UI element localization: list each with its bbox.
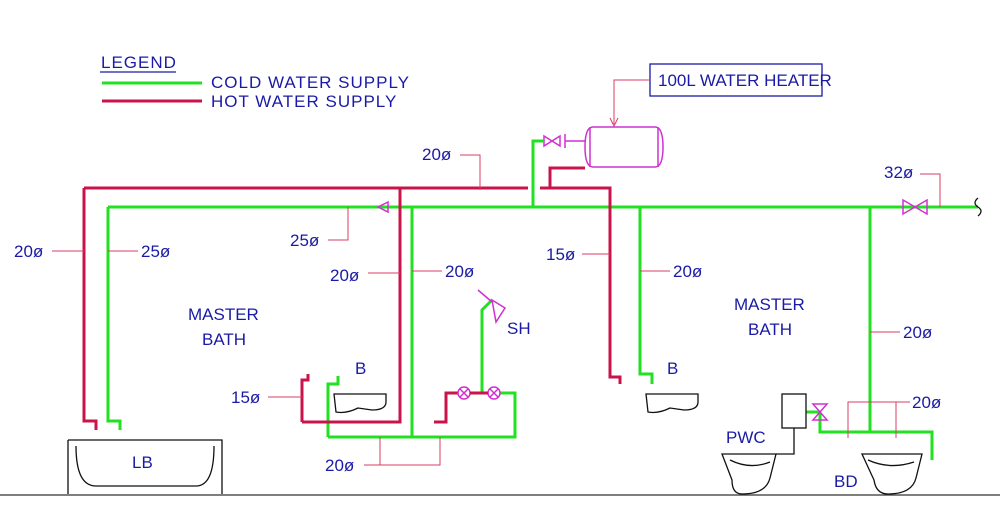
dim-25-left: 25ø [141,242,170,261]
legend-title: LEGEND [101,53,177,72]
reducer-icon [376,200,389,214]
hot-water-pipes [82,166,622,430]
legend-hot-label: HOT WATER SUPPLY [211,92,397,111]
shower-valves [457,386,501,400]
lb-label: LB [132,453,153,472]
main-valve [902,197,982,217]
dim-20-left: 20ø [14,242,43,261]
legend: LEGEND COLD WATER SUPPLY HOT WATER SUPPL… [100,53,410,111]
toilet-pwc: PWC [721,393,807,495]
heater-valve-icon [543,134,561,148]
room-right-line2: BATH [748,320,792,339]
bd-label: BD [834,472,858,491]
bidet: BD [834,453,923,495]
pwc-label: PWC [726,428,766,447]
dim-20-mid-b: 20ø [445,262,474,281]
b-right-label: B [667,359,678,378]
dim-15-b: 15ø [231,388,260,407]
lavatory-basin: LB [67,439,223,494]
dim-20-mid-a: 20ø [330,266,359,285]
room-right-line1: MASTER [734,295,805,314]
gate-valve-icon [902,198,928,216]
basin-right: B [645,359,699,414]
heater-tank [584,126,664,168]
basin-left: B [333,359,387,414]
dim-20-mid-c: 20ø [673,262,702,281]
dim-25-mid: 25ø [290,231,319,250]
dim-20-right-a: 20ø [903,323,932,342]
dim-15-mid: 15ø [546,245,575,264]
dim-20-right-b: 20ø [912,393,941,412]
water-heater: 100L WATER HEATER [543,63,832,168]
pwc-valve-icon [811,403,829,421]
room-left-line1: MASTER [188,305,259,324]
break-symbol-icon [974,197,982,217]
room-left-line2: BATH [202,330,246,349]
b-left-label: B [355,359,366,378]
legend-cold-label: COLD WATER SUPPLY [211,73,410,92]
sh-label: SH [507,319,531,338]
dim-32: 32ø [884,163,913,182]
heater-label: 100L WATER HEATER [658,71,832,90]
dim-20-top: 20ø [422,145,451,164]
dimension-labels: 20ø 32ø 20ø 25ø 25ø 20ø 20ø 15ø 20ø 20ø … [14,145,941,475]
cold-water-pipes [106,139,978,460]
room-labels: MASTER BATH MASTER BATH [188,295,805,349]
shower-head-icon [477,289,507,325]
dim-20-bottom: 20ø [325,456,354,475]
